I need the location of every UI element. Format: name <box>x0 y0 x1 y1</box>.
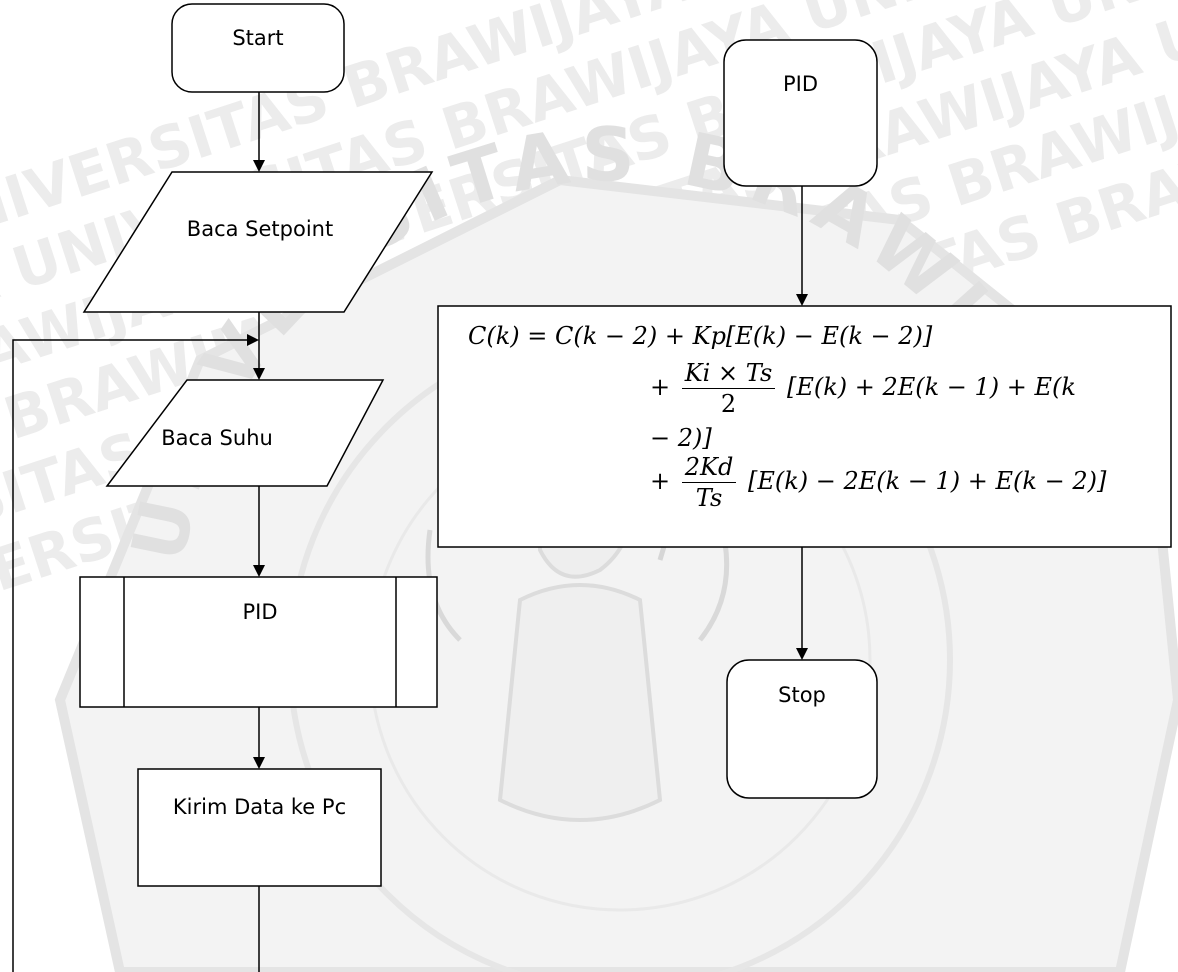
stop-terminator <box>727 660 877 798</box>
stop-label: Stop <box>727 683 877 707</box>
equation-line-4: + 2Kd Ts [E(k) − 2E(k − 1) + E(k − 2)] <box>650 452 1106 513</box>
pid-start-terminator <box>724 40 877 186</box>
pid-subprocess-label: PID <box>124 600 396 624</box>
baca-suhu-label: Baca Suhu <box>142 426 292 450</box>
pid-subprocess <box>80 577 437 707</box>
fraction-ki-ts: Ki × Ts 2 <box>682 358 776 419</box>
kirim-data-label: Kirim Data ke Pc <box>138 795 381 819</box>
pid-start-label: PID <box>724 72 877 96</box>
baca-setpoint-label: Baca Setpoint <box>130 217 390 241</box>
equation-line-3: − 2)] <box>650 424 712 452</box>
equation-line-2: + Ki × Ts 2 [E(k) + 2E(k − 1) + E(k <box>650 358 1076 419</box>
kirim-data-process <box>138 769 381 886</box>
start-label: Start <box>172 26 344 50</box>
fraction-2kd-ts: 2Kd Ts <box>682 452 737 513</box>
equation-line-1: C(k) = C(k − 2) + Kp[E(k) − E(k − 2)] <box>468 322 932 350</box>
baca-setpoint-input <box>84 172 432 312</box>
